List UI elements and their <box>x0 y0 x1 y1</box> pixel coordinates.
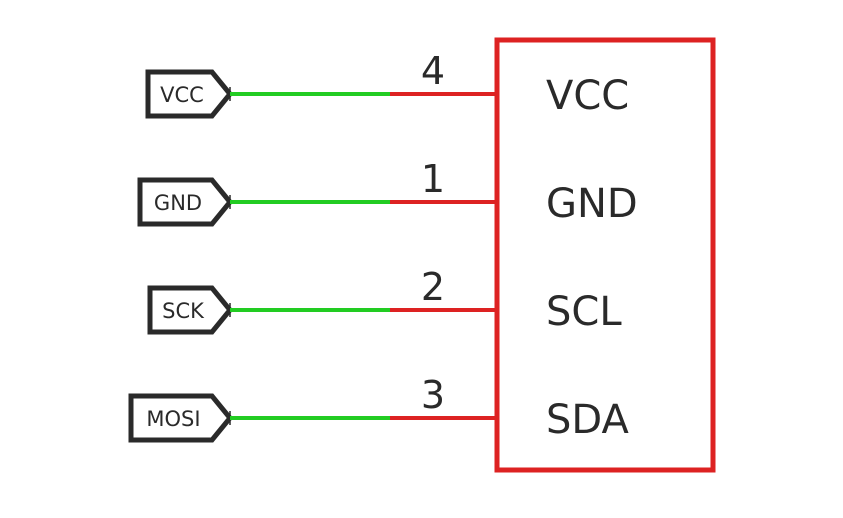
pin-number-1: 1 <box>421 157 445 201</box>
pin-name-gnd: GND <box>546 181 638 227</box>
net-port-vcc <box>145 69 234 119</box>
net-port-label-mosi: MOSI <box>146 407 200 431</box>
pin-name-sda: SDA <box>546 397 629 443</box>
net-port-gnd <box>137 177 234 227</box>
net-port-mosi <box>128 393 234 443</box>
pin-name-vcc: VCC <box>546 73 629 119</box>
component-body <box>494 37 716 473</box>
pin-number-3: 3 <box>421 373 445 417</box>
pin-number-4: 4 <box>421 49 445 93</box>
net-port-label-sck: SCK <box>162 299 205 323</box>
pin-name-scl: SCL <box>546 289 622 335</box>
net-port-sck <box>147 285 234 335</box>
pin-number-2: 2 <box>421 265 445 309</box>
net-port-label-gnd: GND <box>154 191 202 215</box>
net-port-label-vcc: VCC <box>160 83 204 107</box>
